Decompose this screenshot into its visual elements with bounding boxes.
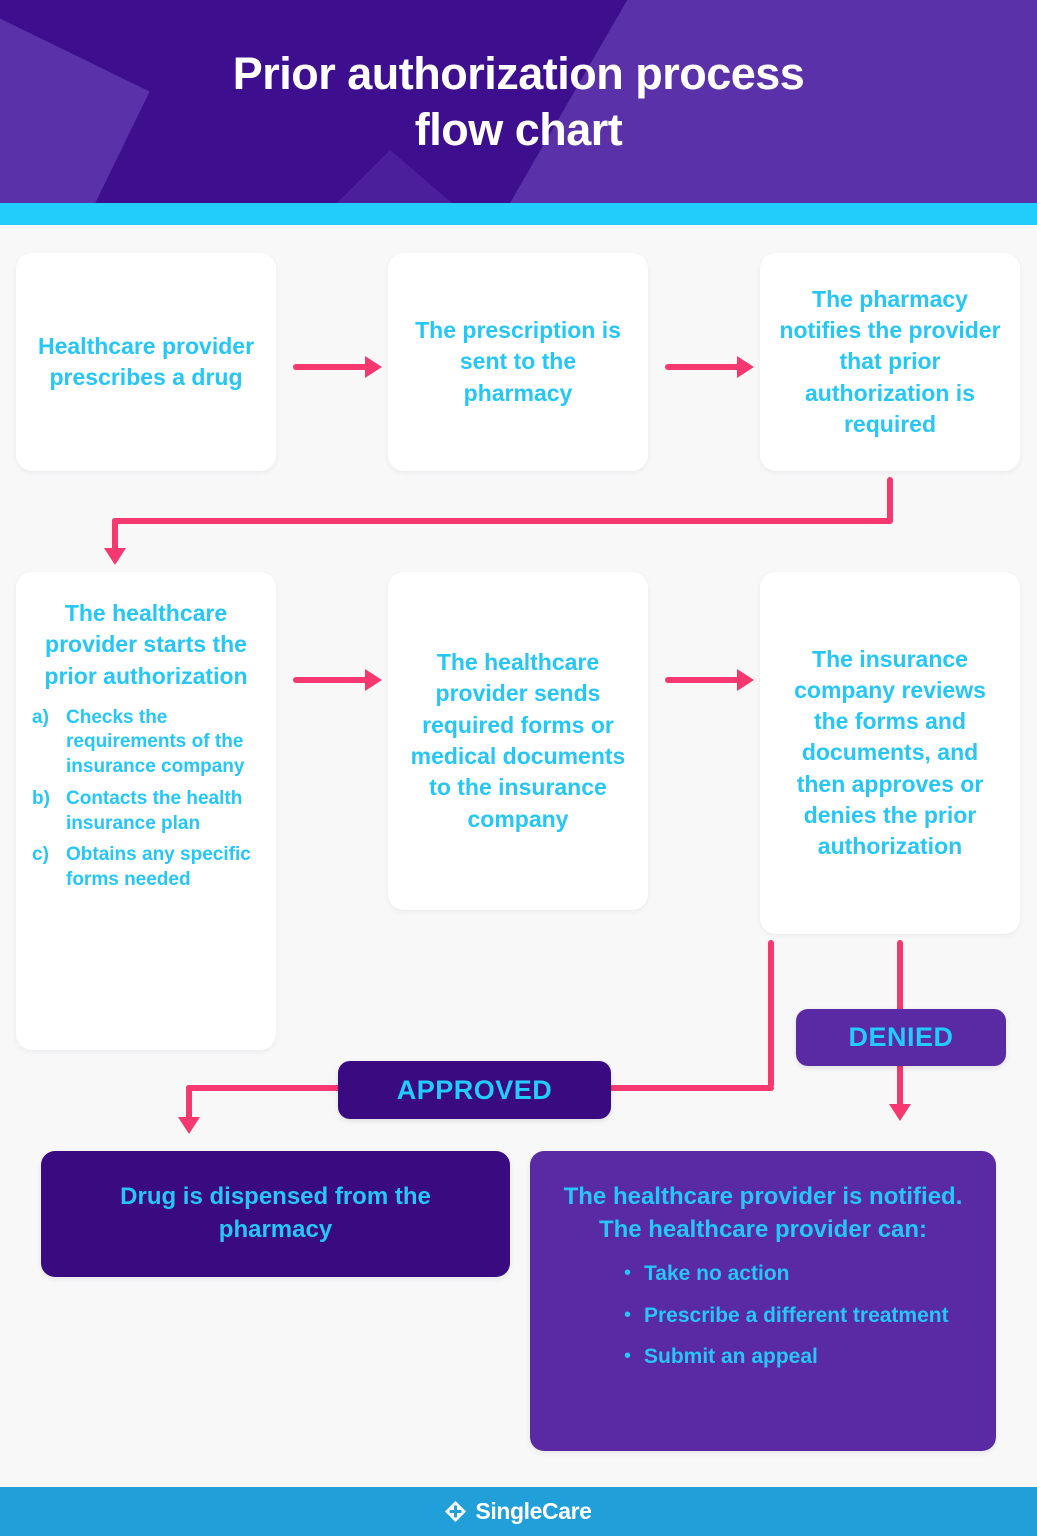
substep-b-text: Contacts the health insurance plan	[66, 787, 243, 834]
connector-3-to-4-vertical-right	[887, 477, 893, 522]
page-title: Prior authorization process flow chart	[0, 0, 1037, 159]
connector-approved-vertical	[768, 940, 774, 1088]
connector-approved-down	[186, 1085, 192, 1120]
connector-1-to-2-arrowhead	[365, 356, 382, 378]
approved-outcome-box: Drug is dispensed from the pharmacy	[41, 1151, 510, 1277]
denied-outcome-text: The healthcare provider is notified. The…	[563, 1183, 963, 1243]
denied-option-2-text: Prescribe a different treatment	[644, 1303, 949, 1327]
bullet-icon: •	[624, 1303, 632, 1326]
flow-step-3-text: The pharmacy notifies the provider that …	[779, 285, 1001, 437]
flow-step-1-text: Healthcare provider prescribes a drug	[37, 332, 255, 390]
bullet-icon: •	[624, 1344, 632, 1367]
denied-option-3: • Submit an appeal	[624, 1343, 974, 1370]
connector-2-to-3-arrowhead	[737, 356, 754, 378]
flow-step-4-text: The healthcare provider starts the prior…	[44, 600, 248, 689]
approved-outcome-text: Drug is dispensed from the pharmacy	[120, 1183, 431, 1243]
connector-4-to-5-arrowhead	[365, 669, 382, 691]
substep-a-text: Checks the requirements of the insurance…	[66, 706, 245, 778]
connector-denied-arrowhead	[889, 1104, 911, 1121]
singlecare-logo: SingleCare	[445, 1498, 592, 1525]
flow-step-2-card: The prescription is sent to the pharmacy	[388, 253, 648, 471]
approved-badge: APPROVED	[338, 1061, 611, 1119]
approved-badge-label: APPROVED	[396, 1074, 553, 1105]
substep-b-marker: b)	[32, 787, 50, 809]
denied-option-1: • Take no action	[624, 1260, 974, 1287]
substep-c-marker: c)	[32, 844, 49, 866]
flow-step-5-card: The healthcare provider sends required f…	[388, 572, 648, 910]
diamond-cross-logo-icon	[445, 1501, 467, 1522]
denied-badge-label: DENIED	[848, 1022, 954, 1052]
page-title-line1: Prior authorization process	[232, 48, 805, 99]
flow-step-4-card: The healthcare provider starts the prior…	[16, 572, 276, 1050]
connector-3-to-4-horizontal	[112, 518, 893, 524]
page-title-line2: flow chart	[414, 104, 623, 156]
flow-step-3-card: The pharmacy notifies the provider that …	[760, 253, 1020, 471]
header-cyan-divider	[0, 203, 1037, 225]
connector-4-to-5-line	[293, 677, 368, 683]
header-accent-triangle	[500, 110, 730, 203]
connector-3-to-4-arrowhead	[104, 548, 126, 565]
flow-step-6-text: The insurance company reviews the forms …	[794, 645, 986, 860]
flow-step-6-card: The insurance company reviews the forms …	[760, 572, 1020, 934]
substep-c-text: Obtains any specific forms needed	[66, 844, 251, 890]
bullet-icon: •	[624, 1262, 632, 1285]
header-accent-triangle-small	[330, 150, 460, 203]
connector-5-to-6-arrowhead	[737, 669, 754, 691]
connector-1-to-2-line	[293, 364, 368, 370]
footer-bar: SingleCare	[0, 1487, 1037, 1536]
connector-approved-arrowhead	[178, 1117, 200, 1134]
flow-step-4-substep-b: b) Contacts the health insurance plan	[32, 787, 260, 836]
denied-outcome-option-list: • Take no action • Prescribe a different…	[552, 1260, 974, 1370]
flow-step-4-substep-a: a) Checks the requirements of the insura…	[32, 706, 260, 780]
denied-option-3-text: Submit an appeal	[644, 1344, 818, 1368]
denied-badge: DENIED	[796, 1009, 1006, 1066]
header-banner: Prior authorization process flow chart	[0, 0, 1037, 203]
flow-step-4-substep-list: a) Checks the requirements of the insura…	[32, 706, 260, 900]
brand-name: SingleCare	[475, 1498, 592, 1524]
substep-a-marker: a)	[32, 706, 49, 728]
connector-3-to-4-vertical-left	[112, 518, 118, 551]
denied-option-2: • Prescribe a different treatment	[624, 1302, 974, 1329]
flow-step-2-text: The prescription is sent to the pharmacy	[415, 317, 621, 406]
flow-step-5-text: The healthcare provider sends required f…	[410, 649, 626, 832]
connector-2-to-3-line	[665, 364, 740, 370]
denied-outcome-box: The healthcare provider is notified. The…	[530, 1151, 996, 1451]
flow-step-1-card: Healthcare provider prescribes a drug	[16, 253, 276, 471]
flow-step-4-substep-c: c) Obtains any specific forms needed	[32, 843, 260, 892]
connector-5-to-6-line	[665, 677, 740, 683]
denied-option-1-text: Take no action	[644, 1262, 790, 1286]
